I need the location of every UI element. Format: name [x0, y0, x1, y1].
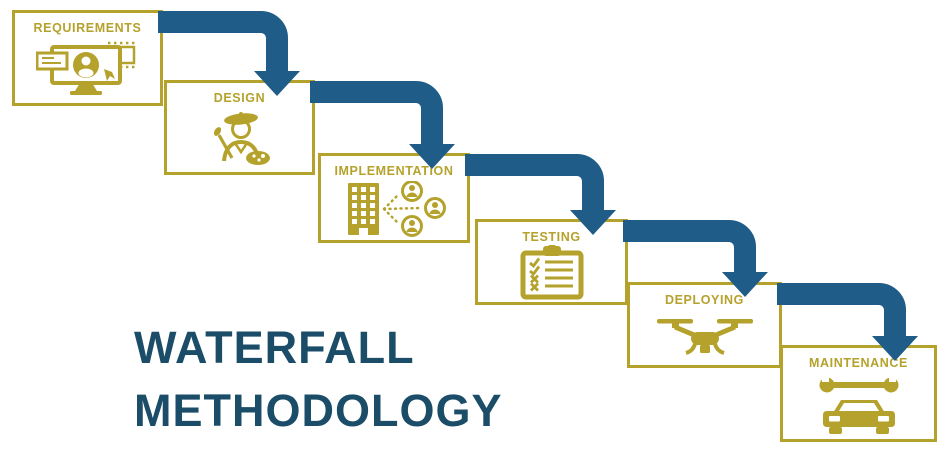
stage-label: DESIGN — [213, 91, 266, 105]
stage-design: DESIGN — [164, 80, 315, 175]
maintenance-car-wrench-icon — [783, 370, 934, 439]
title-line-2: METHODOLOGY — [134, 385, 503, 436]
testing-checklist-clipboard-icon — [478, 244, 625, 302]
implementation-building-network-icon — [321, 178, 467, 240]
stage-testing: TESTING — [475, 219, 628, 305]
stage-label: MAINTENANCE — [809, 356, 908, 370]
requirements-monitor-user-icon — [15, 35, 160, 103]
stage-label: IMPLEMENTATION — [334, 164, 454, 178]
deploying-drone-icon — [630, 307, 779, 365]
stage-label: REQUIREMENTS — [33, 21, 142, 35]
stage-deploying: DEPLOYING — [627, 282, 782, 368]
stage-maintenance: MAINTENANCE — [780, 345, 937, 442]
design-artist-palette-icon — [167, 105, 312, 172]
stage-requirements: REQUIREMENTS — [12, 10, 163, 106]
stage-implementation: IMPLEMENTATION — [318, 153, 470, 243]
stage-label: DEPLOYING — [664, 293, 745, 307]
diagram-title: WATERFALL METHODOLOGY — [134, 316, 503, 442]
stage-label: TESTING — [522, 230, 581, 244]
title-line-1: WATERFALL — [134, 322, 415, 373]
